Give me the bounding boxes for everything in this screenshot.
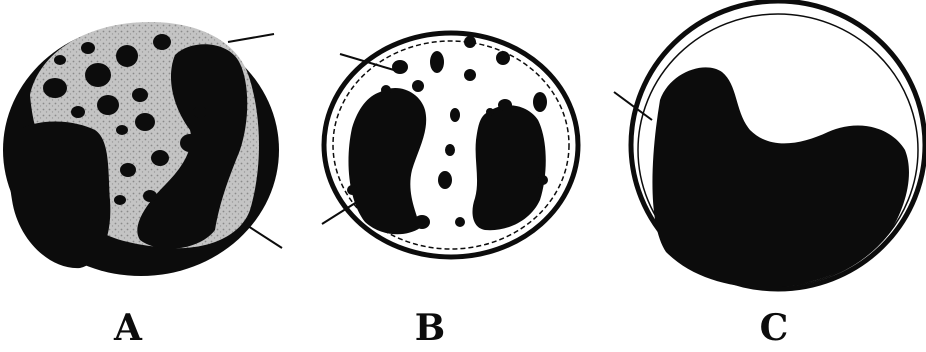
cell-b (322, 33, 578, 257)
cell-b-nucleus-lobe-left (348, 88, 426, 234)
cell-a-label: A (98, 308, 158, 348)
cell-a-nucleus-lobe-left (8, 122, 110, 269)
cell-b-label: B (400, 308, 460, 348)
cell-c-label: C (744, 308, 804, 348)
cell-a (3, 22, 282, 276)
cell-c (614, 1, 925, 289)
